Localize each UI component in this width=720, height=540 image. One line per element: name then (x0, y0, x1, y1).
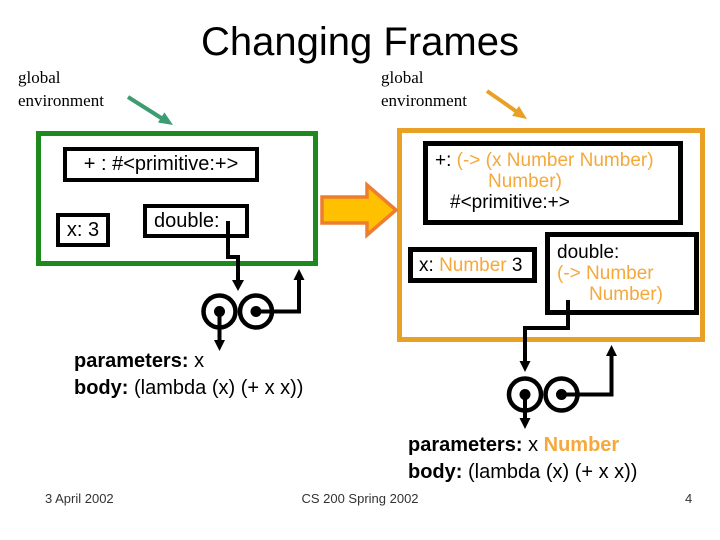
footer-course: CS 200 Spring 2002 (301, 491, 419, 506)
global-environment-label-right-line1: global (381, 68, 424, 87)
global-environment-label-left-line2: environment (18, 91, 104, 110)
binding-x-before: x: 3 (56, 213, 110, 247)
plus-binding-line1: +: (-> (x Number Number) (435, 150, 678, 171)
body-line-after: body: (lambda (x) (+ x x)) (408, 459, 637, 486)
x-value: 3 (511, 254, 523, 276)
global-environment-label-left: global environment (18, 66, 104, 112)
parameters-line-before: parameters: x (74, 348, 303, 375)
double-type-line1: (-> Number (557, 263, 654, 284)
footer-date: 3 April 2002 (45, 491, 114, 506)
plus-value: #<primitive:+> (450, 192, 570, 213)
binding-double-before: double: (143, 204, 249, 238)
green-label-arrow (126, 95, 173, 125)
parameters-value: x (194, 350, 205, 372)
parameters-line-after: parameters: x Number (408, 432, 637, 459)
parameters-value: x (528, 434, 539, 456)
slide-title: Changing Frames (201, 20, 519, 64)
procedure-description-after: parameters: x Number body: (lambda (x) (… (408, 432, 637, 486)
procedure-pair-before (201, 269, 305, 351)
transform-block-arrow (320, 181, 399, 239)
procedure-pair-after (506, 345, 617, 429)
global-environment-label-right: global environment (381, 66, 467, 112)
body-line-before: body: (lambda (x) (+ x x)) (74, 375, 303, 402)
global-environment-label-left-line1: global (18, 68, 61, 87)
body-value: (lambda (x) (+ x x)) (134, 377, 304, 399)
parameters-type: Number (543, 434, 620, 456)
parameters-label: parameters: (74, 350, 189, 372)
double-name: double: (557, 242, 620, 263)
global-environment-label-right-line2: environment (381, 91, 467, 110)
body-label: body: (408, 461, 463, 483)
binding-plus-before: + : #<primitive:+> (63, 147, 259, 182)
double-type-line2: Number) (589, 284, 663, 305)
plus-name: +: (435, 150, 452, 171)
body-label: body: (74, 377, 129, 399)
binding-x-after: x: Number 3 (408, 247, 537, 283)
parameters-label: parameters: (408, 434, 523, 456)
binding-plus-after: +: (-> (x Number Number) Number) #<primi… (423, 141, 683, 225)
orange-label-arrow (485, 89, 527, 119)
plus-type-line2: Number) (488, 171, 562, 192)
x-type: Number (439, 254, 507, 276)
global-frame-before (36, 131, 318, 266)
x-name: x: (419, 254, 434, 276)
procedure-description-before: parameters: x body: (lambda (x) (+ x x)) (74, 348, 303, 402)
plus-type-line1: (-> (x Number Number) (456, 150, 654, 171)
footer-page-number: 4 (685, 491, 693, 506)
body-value: (lambda (x) (+ x x)) (468, 461, 638, 483)
binding-double-after: double: (-> Number Number) (545, 232, 699, 315)
